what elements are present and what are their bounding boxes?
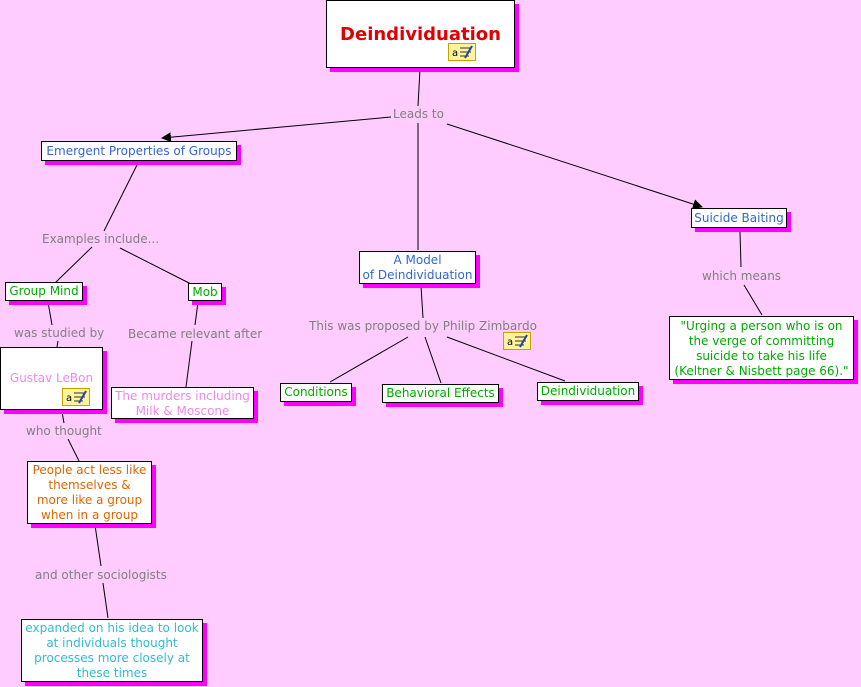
node-label-line: A Model [393,253,442,267]
node-label-line: (Keltner & Nisbett page 66)." [674,364,849,378]
node-label: Group Mind [9,284,79,298]
node-label-line: processes more closely at [34,651,190,665]
node-label-line: these times [76,666,148,680]
node-label: Behavioral Effects [386,386,495,400]
node-label: Suicide Baiting [694,211,784,225]
concept-node-model-of-deindividuation[interactable]: A Model of Deindividuation [359,251,476,284]
annotation-note-icon[interactable]: a [62,388,90,406]
concept-node-urging-definition[interactable]: "Urging a person who is on the verge of … [669,316,854,380]
link-label-which-means: which means [702,269,782,283]
node-label: Emergent Properties of Groups [46,144,232,158]
node-label: Deindividuation [540,384,636,398]
node-label-line: People act less like [32,463,147,477]
concept-node-behavioral-effects[interactable]: Behavioral Effects [382,384,499,403]
concept-node-group-mind[interactable]: Group Mind [5,282,83,301]
concept-node-murders[interactable]: The murders including Milk & Moscone [111,387,254,419]
root-title: Deindividuation [340,24,501,45]
node-label-line: of Deindividuation [362,268,473,282]
concept-node-deindividuation-child[interactable]: Deindividuation [537,382,639,401]
svg-text:a: a [452,48,458,59]
node-label: Gustav LeBon [9,371,94,385]
concept-node-deindividuation-root[interactable]: Deindividuation a [326,0,515,68]
node-label-line: expanded on his idea to look [25,621,199,635]
svg-text:a: a [507,337,513,348]
node-label-line: when in a group [41,508,138,522]
concept-node-suicide-baiting[interactable]: Suicide Baiting [691,208,787,228]
concept-node-conditions[interactable]: Conditions [280,383,352,402]
node-label: Conditions [284,385,348,399]
node-label-line: the verge of committing [688,334,835,348]
node-label-line: "Urging a person who is on [680,319,843,333]
concept-node-gustav-lebon[interactable]: Gustav LeBon a [0,347,103,410]
concept-node-people-act[interactable]: People act less like themselves & more l… [27,461,152,524]
link-label-was-studied-by: was studied by [14,326,105,340]
link-label-who-thought: who thought [26,424,102,438]
node-label-line: suicide to take his life [696,349,827,363]
link-label-proposed-by: This was proposed by Philip Zimbardo [309,319,537,333]
concept-node-mob[interactable]: Mob [188,283,222,301]
annotation-note-icon[interactable]: a [448,43,476,61]
node-label: Mob [192,285,218,299]
node-label-line: The murders including [115,389,250,403]
link-label-leads-to: Leads to [393,107,444,121]
annotation-note-icon[interactable]: a [503,332,531,350]
node-label-line: at individuals thought [46,636,178,650]
node-label-line: themselves & [48,478,131,492]
link-label-examples-include: Examples include... [42,232,160,246]
link-label-and-other-sociologists: and other sociologists [35,568,167,582]
concept-node-emergent-properties[interactable]: Emergent Properties of Groups [41,141,237,161]
concept-node-expanded-idea[interactable]: expanded on his idea to look at individu… [21,619,203,682]
node-label-line: Milk & Moscone [135,404,230,418]
svg-text:a: a [66,393,72,404]
link-label-became-relevant-after: Became relevant after [128,327,263,341]
node-label-line: more like a group [36,493,143,507]
